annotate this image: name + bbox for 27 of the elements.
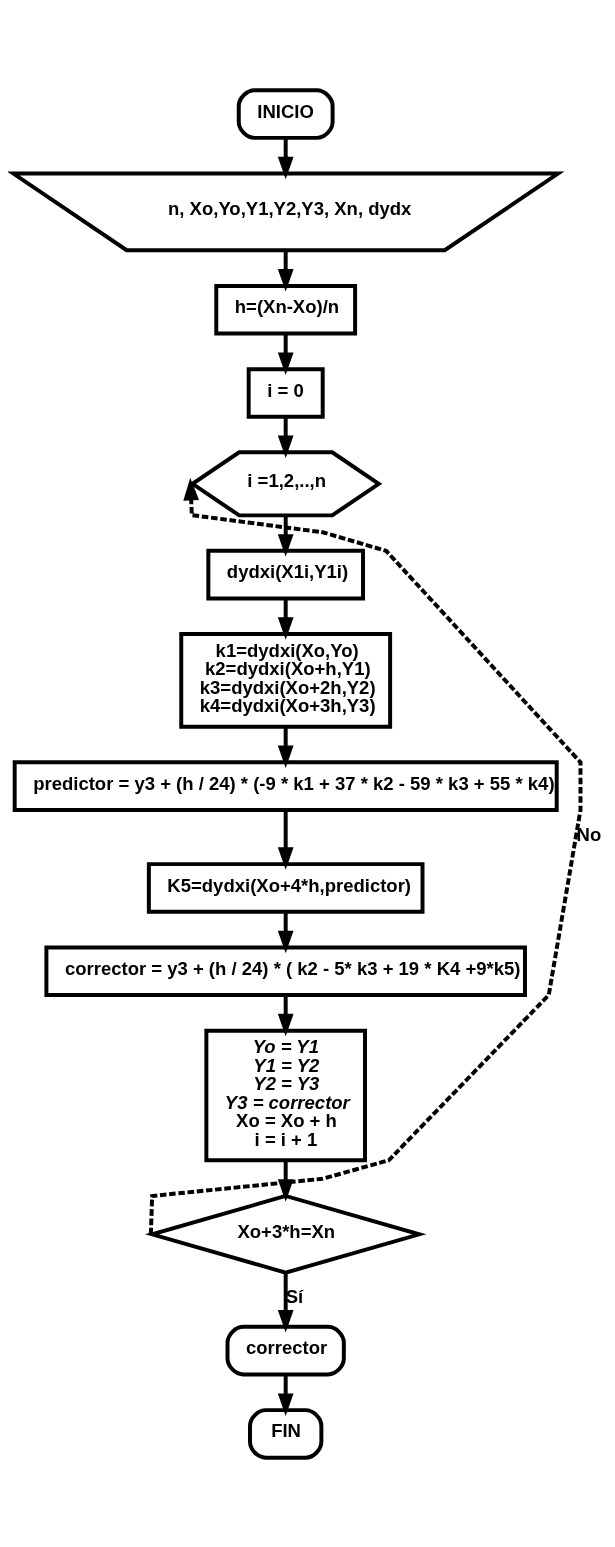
node-box: Yo = Y1 Y1 = Y2 Y2 = Y3 Y3 = corrector Xo = Xo + h i = i + 1 (204, 1028, 367, 1162)
arrow (277, 416, 294, 458)
node-box: FIN (248, 1407, 324, 1460)
node-box: dydxi(X1i,Y1i) (206, 548, 365, 600)
node-diamond: Xo+3*h=Xn (144, 1193, 427, 1275)
node-box: k1=dydxi(Xo,Yo) k2=dydxi(Xo+h,Y1) k3=dydxi(Xo+2h,Y2) k4=dydxi(Xo+3h,Y3) (179, 631, 393, 729)
arrow (277, 726, 294, 768)
arrow (277, 1272, 294, 1333)
arrow (277, 994, 294, 1036)
node-box: corrector = y3 + (h / 24) * ( k2 - 5* k3 + 19 * K4 +9*k5) (44, 944, 527, 997)
node-box: h=(Xn-Xo)/n (214, 283, 358, 336)
arrow (277, 809, 294, 870)
node-box: INICIO (236, 87, 335, 140)
arrow (277, 598, 294, 640)
arrow (277, 137, 294, 179)
arrow (277, 911, 294, 953)
arrow (277, 249, 294, 292)
node-box: i = 0 (246, 366, 325, 419)
arrow (277, 333, 294, 375)
arrow (277, 1374, 294, 1416)
node-box: K5=dydxi(Xo+4*h,predictor) (146, 861, 425, 914)
arrow (277, 515, 294, 557)
arrow (277, 1160, 294, 1202)
edge-label: No (576, 823, 602, 845)
node-box: corrector (225, 1324, 346, 1376)
arrow (148, 477, 583, 1234)
node-box: predictor = y3 + (h / 24) * (-9 * k1 + 37 * k2 - 59 * k3 + 55 * k4) (12, 759, 559, 812)
